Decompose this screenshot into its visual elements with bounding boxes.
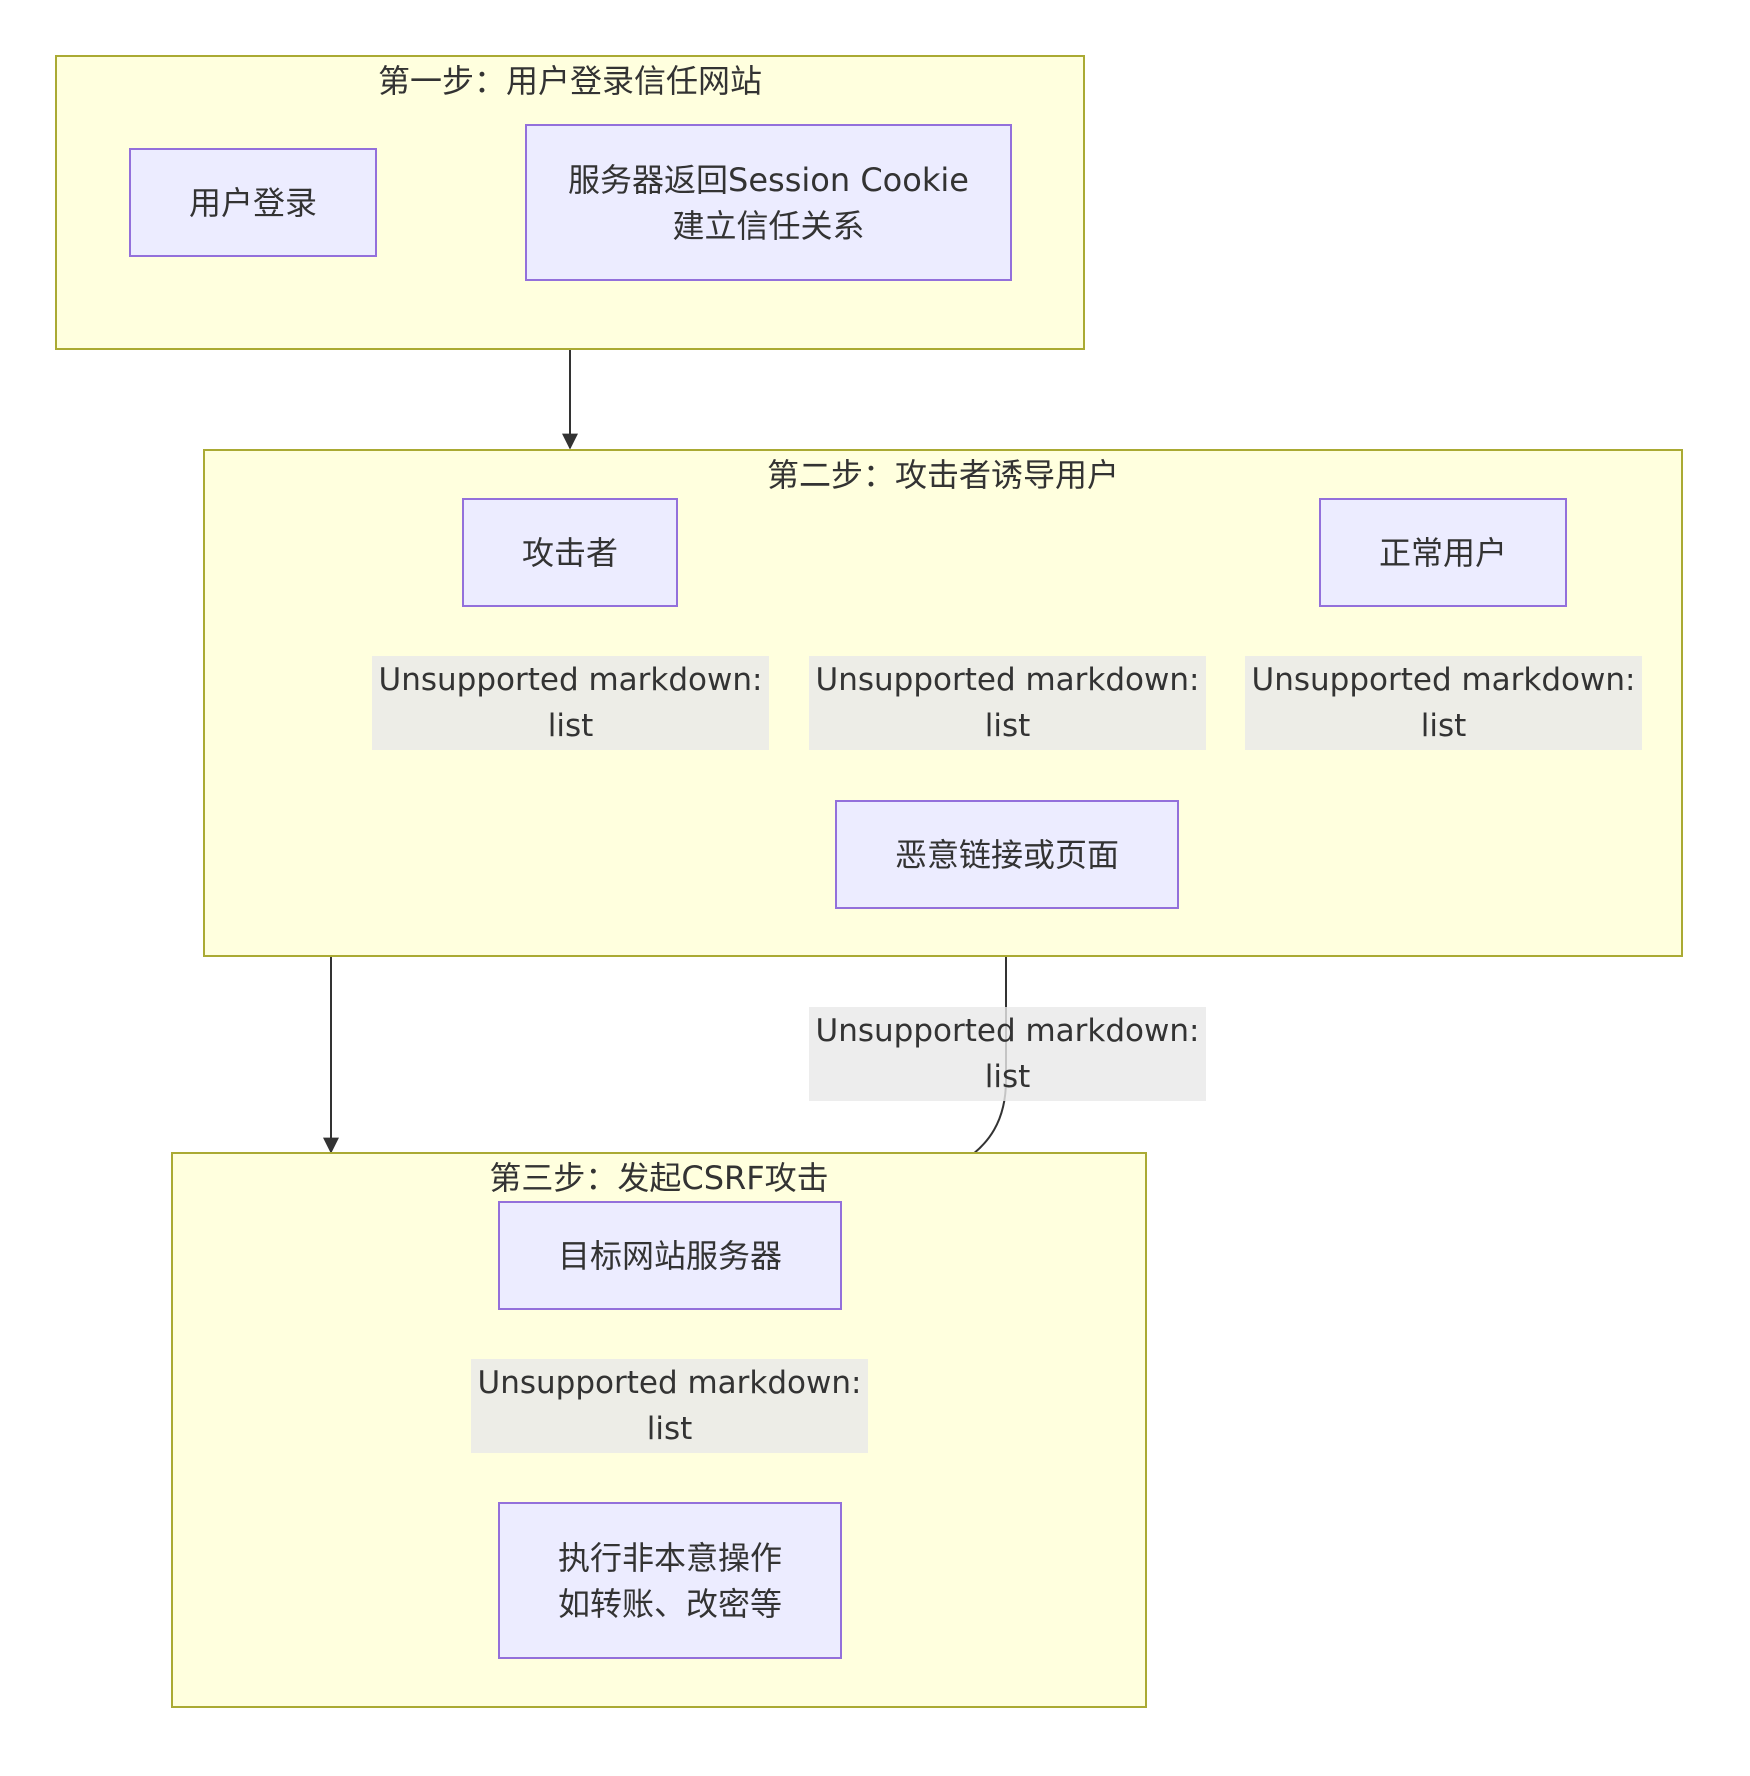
node-unintended-action: 执行非本意操作 如转账、改密等: [498, 1502, 842, 1659]
node-target-server-text: 目标网站服务器: [557, 1236, 782, 1275]
edge-label-line: list: [547, 708, 594, 744]
node-normal-user: 正常用户: [1319, 498, 1567, 607]
node-server-cookie: 服务器返回Session Cookie 建立信任关系: [525, 124, 1012, 281]
node-unintended-action-line1: 执行非本意操作: [557, 1538, 782, 1577]
cluster-step2-title: 第二步：攻击者诱导用户: [766, 456, 1119, 494]
edge-label-line: Unsupported markdown:: [815, 662, 1200, 698]
node-target-server: 目标网站服务器: [498, 1201, 842, 1310]
edge-label-link-to-server: Unsupported markdown: list: [809, 1007, 1206, 1101]
edge-label-line: list: [984, 1059, 1031, 1095]
edge-label-line: list: [646, 1411, 693, 1447]
edge-label-attacker-left: Unsupported markdown: list: [372, 656, 769, 750]
node-attacker: 攻击者: [462, 498, 678, 607]
cluster-step1-title: 第一步：用户登录信任网站: [377, 62, 762, 100]
edge-label-line: Unsupported markdown:: [378, 662, 763, 698]
node-malicious-link-text: 恶意链接或页面: [894, 835, 1119, 874]
cluster-step3-title: 第三步：发起CSRF攻击: [489, 1159, 829, 1197]
node-user-login: 用户登录: [129, 148, 377, 257]
node-unintended-action-line2: 如转账、改密等: [557, 1584, 782, 1623]
edge-label-normal-user: Unsupported markdown: list: [1245, 656, 1642, 750]
node-user-login-text: 用户登录: [188, 183, 317, 222]
edge-label-attacker-right: Unsupported markdown: list: [809, 656, 1206, 750]
edge-label-line: list: [1420, 708, 1467, 744]
node-server-cookie-line2: 建立信任关系: [672, 206, 865, 245]
edge-label-line: Unsupported markdown:: [477, 1365, 862, 1401]
node-normal-user-text: 正常用户: [1378, 533, 1507, 572]
edge-label-server-to-action: Unsupported markdown: list: [471, 1359, 868, 1453]
edge-label-line: list: [984, 708, 1031, 744]
node-attacker-text: 攻击者: [521, 533, 618, 572]
node-server-cookie-line1: 服务器返回Session Cookie: [568, 160, 969, 199]
node-malicious-link: 恶意链接或页面: [835, 800, 1179, 909]
edge-label-line: Unsupported markdown:: [815, 1013, 1200, 1049]
edge-label-line: Unsupported markdown:: [1251, 662, 1636, 698]
